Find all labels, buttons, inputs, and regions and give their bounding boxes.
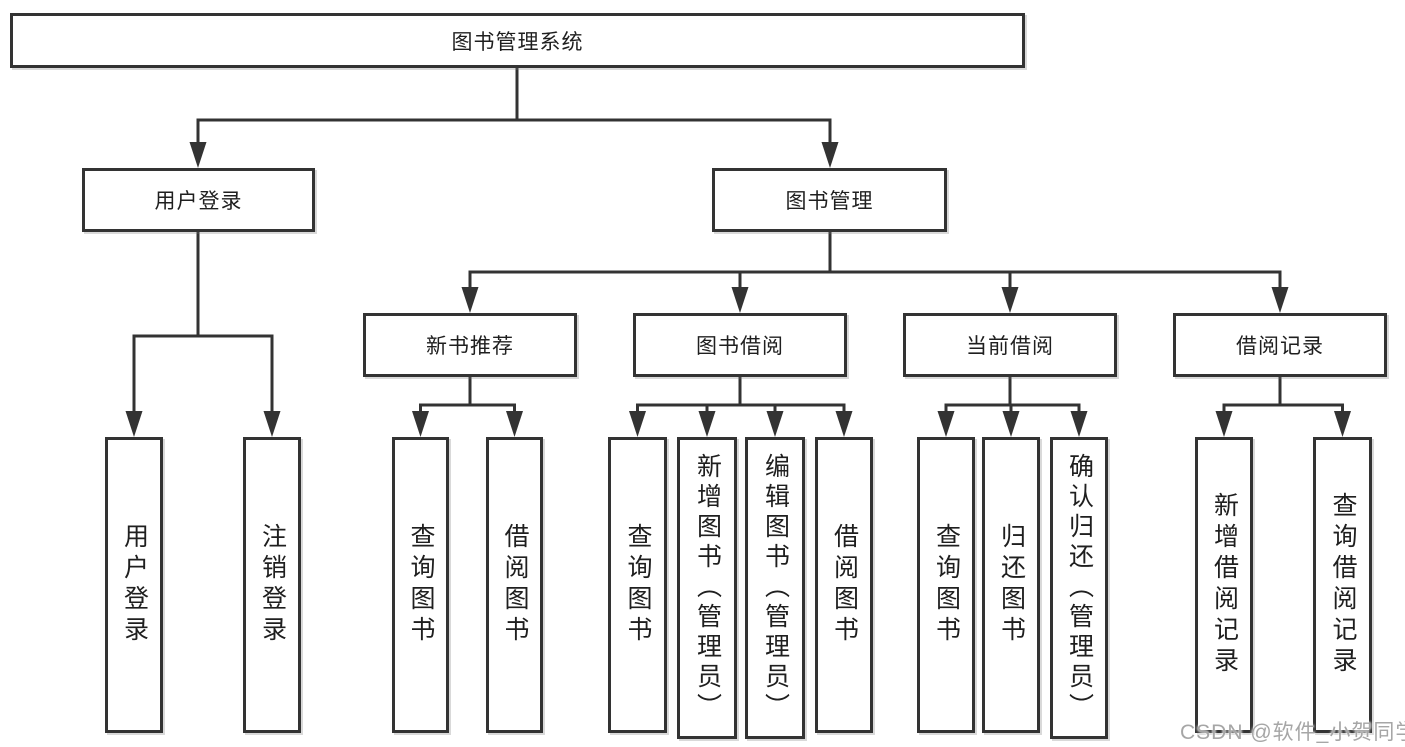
watermark: CSDN @软件_小贺同学 — [1180, 721, 1405, 744]
node-new-book-recommendation: 新书推荐 — [363, 313, 577, 377]
leaf-return-books: 归还图书 — [982, 437, 1040, 733]
leaf-edit-books-admin: 编辑图书（管理员） — [745, 437, 805, 739]
node-current-borrowing: 当前借阅 — [903, 313, 1117, 377]
leaf-query-books-3: 查询图书 — [917, 437, 975, 733]
node-user-login: 用户登录 — [82, 168, 315, 232]
leaf-add-books-admin: 新增图书（管理员） — [677, 437, 737, 739]
leaf-confirm-return-admin: 确认归还（管理员） — [1050, 437, 1108, 739]
node-book-management: 图书管理 — [712, 168, 947, 232]
leaf-borrow-books-2: 借阅图书 — [815, 437, 873, 733]
leaf-add-borrow-record: 新增借阅记录 — [1195, 437, 1253, 733]
leaf-borrow-books-1: 借阅图书 — [486, 437, 543, 733]
leaf-query-borrow-record: 查询借阅记录 — [1313, 437, 1372, 733]
node-borrowing-records: 借阅记录 — [1173, 313, 1387, 377]
node-book-borrowing: 图书借阅 — [633, 313, 847, 377]
leaf-query-books-1: 查询图书 — [392, 437, 449, 733]
node-root: 图书管理系统 — [10, 13, 1025, 68]
leaf-logout: 注销登录 — [243, 437, 301, 733]
leaf-user-login: 用户登录 — [105, 437, 163, 733]
leaf-query-books-2: 查询图书 — [608, 437, 667, 733]
